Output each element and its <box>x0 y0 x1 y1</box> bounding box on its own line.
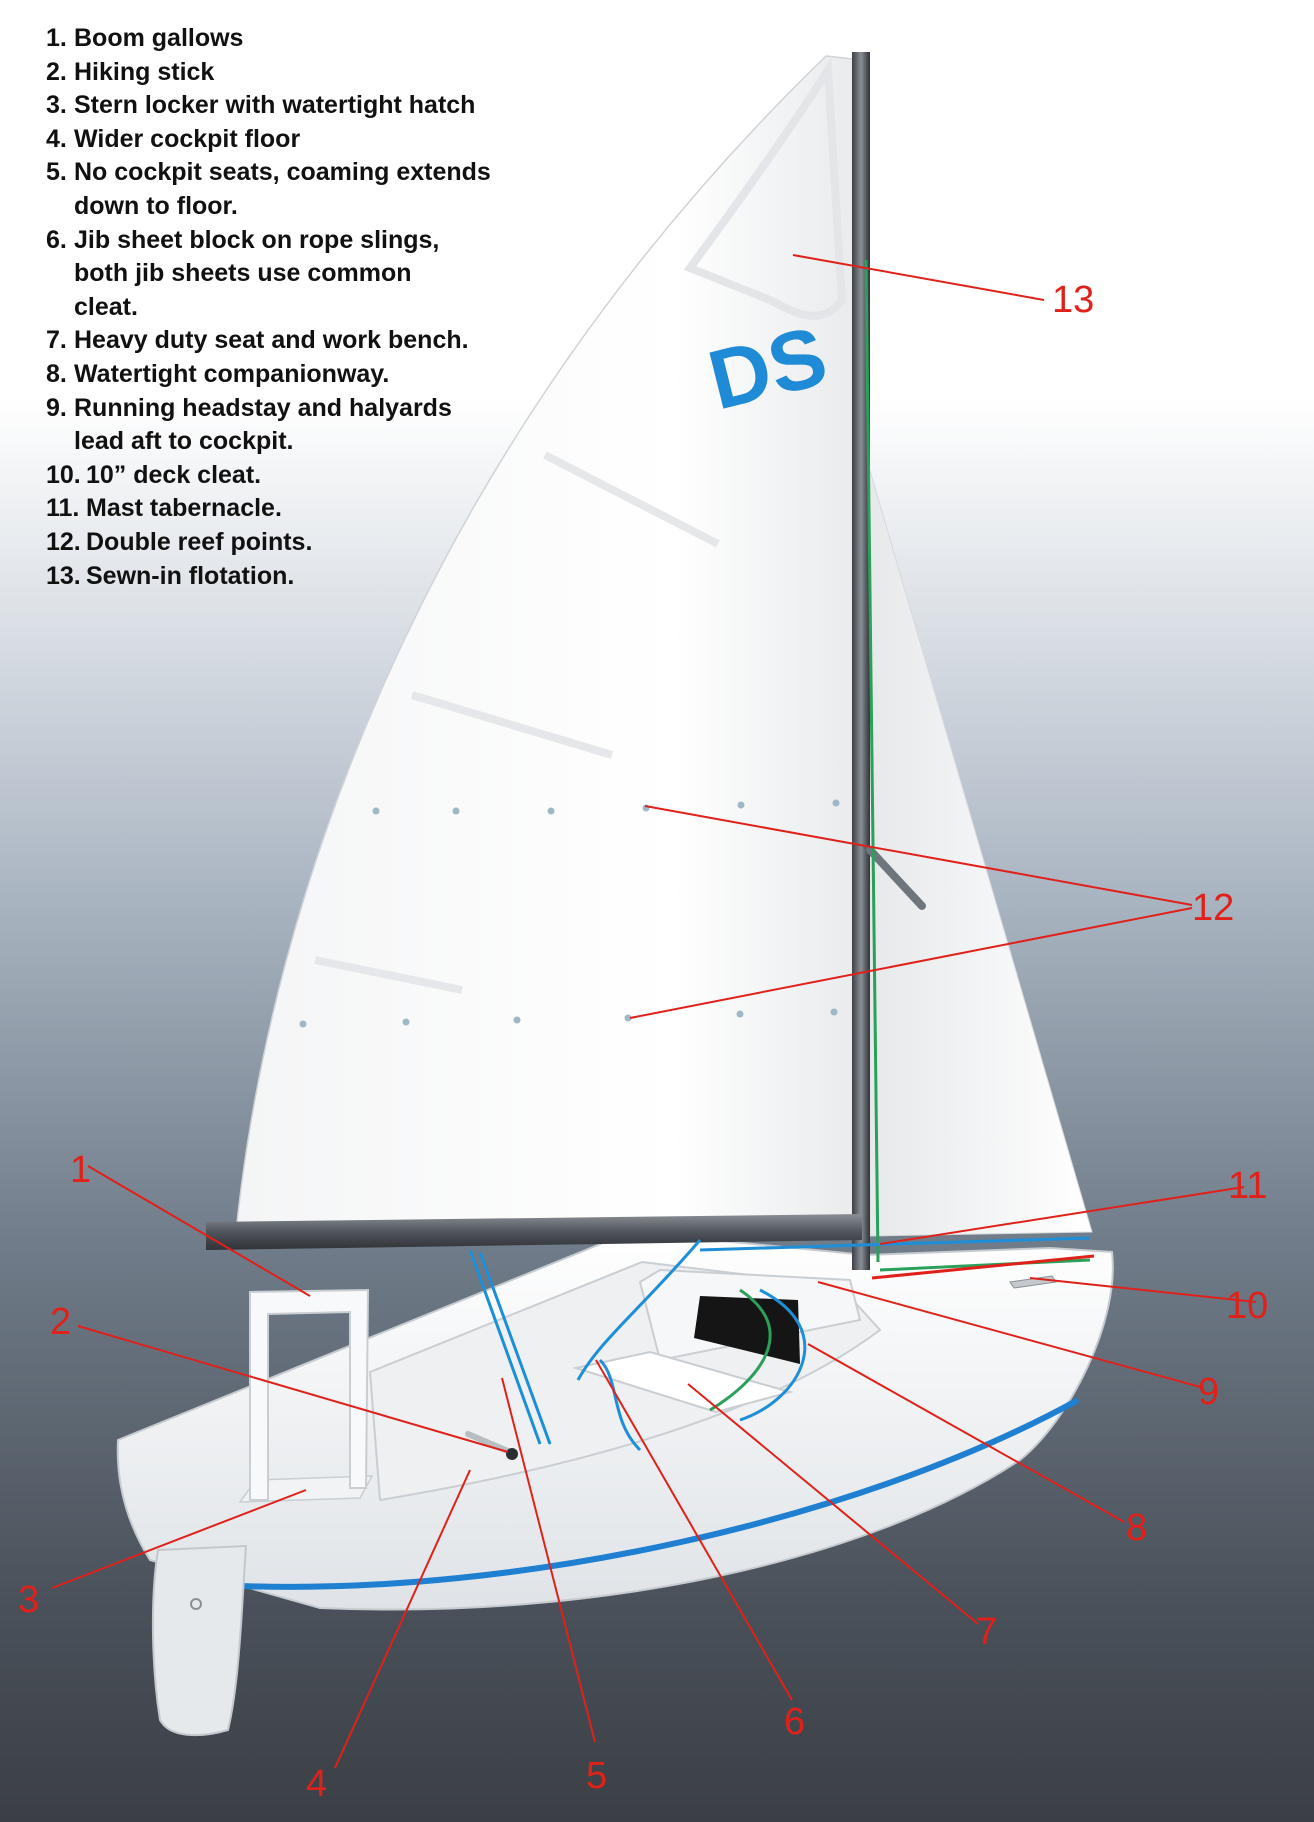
legend-text: Stern locker with watertight hatch <box>74 91 476 120</box>
jib-sail <box>863 449 1093 1237</box>
callout-2: 2 <box>50 1301 71 1343</box>
hiking-stick <box>465 1431 513 1455</box>
callout-8: 8 <box>1126 1507 1147 1549</box>
legend-item-13: 13.Sewn-in flotation. <box>46 560 491 594</box>
callout-11: 11 <box>1228 1165 1267 1207</box>
legend-text: No cockpit seats, coaming extends down t… <box>74 158 491 220</box>
rudder-pin <box>190 1598 202 1610</box>
mast <box>852 52 870 1270</box>
legend-number: 10. <box>46 460 81 489</box>
legend-number: 6. <box>46 225 67 254</box>
callout-6: 6 <box>784 1701 805 1743</box>
callout-3: 3 <box>18 1579 39 1621</box>
callout-9: 9 <box>1198 1371 1219 1413</box>
legend-item-10: 10.10” deck cleat. <box>46 459 491 493</box>
reef-points-upper <box>372 799 840 815</box>
spreader <box>866 846 926 910</box>
callout-10: 10 <box>1226 1285 1268 1327</box>
legend-number: 1. <box>46 24 67 52</box>
legend-number: 12. <box>46 527 81 556</box>
legend-item-4: 4.Wider cockpit floor <box>46 123 491 157</box>
legend-number: 7. <box>46 326 67 355</box>
rigging-lines <box>468 259 1095 1452</box>
legend-text: Hiking stick <box>74 57 215 86</box>
legend-number: 9. <box>46 393 67 422</box>
legend-number: 4. <box>46 124 67 153</box>
legend-list: 1.Boom gallows 2.Hiking stick 3.Stern lo… <box>46 22 491 593</box>
legend-text: Boom gallows <box>74 24 244 52</box>
legend-text: Running headstay and halyards lead aft t… <box>74 393 452 456</box>
companionway <box>694 1296 800 1364</box>
legend-text: Wider cockpit floor <box>74 124 301 153</box>
legend-text: Sewn-in flotation. <box>86 561 295 590</box>
rudder <box>151 1544 248 1737</box>
callout-4: 4 <box>306 1763 327 1805</box>
batten <box>410 691 614 759</box>
legend-item-6: 6.Jib sheet block on rope slings, both j… <box>46 224 491 325</box>
legend-text: Mast tabernacle. <box>86 494 282 523</box>
legend-number: 8. <box>46 359 67 388</box>
stern-locker-hatch <box>238 1475 374 1503</box>
flotation-panel <box>683 57 847 320</box>
hull-stripe <box>239 1397 1080 1590</box>
callout-7: 7 <box>976 1611 997 1653</box>
callout-13: 13 <box>1052 279 1094 321</box>
legend-number: 13. <box>46 561 81 590</box>
callout-12: 12 <box>1192 887 1234 929</box>
callout-5: 5 <box>586 1755 607 1797</box>
work-bench <box>572 1350 794 1414</box>
batten <box>543 451 720 548</box>
legend-item-2: 2.Hiking stick <box>46 56 491 90</box>
boom-gallows <box>249 1288 370 1501</box>
callout-1: 1 <box>70 1149 91 1191</box>
legend-text: Double reef points. <box>86 527 313 556</box>
legend-text: Jib sheet block on rope slings, both jib… <box>74 225 440 321</box>
legend-item-9: 9.Running headstay and halyards lead aft… <box>46 392 491 459</box>
legend-text: Heavy duty seat and work bench. <box>74 326 469 355</box>
legend-item-7: 7.Heavy duty seat and work bench. <box>46 324 491 358</box>
mainsail <box>235 55 863 1233</box>
legend-item-3: 3.Stern locker with watertight hatch <box>46 89 491 123</box>
legend-item-5: 5.No cockpit seats, coaming extends down… <box>46 156 491 223</box>
legend-item-1: 1.Boom gallows <box>46 22 491 56</box>
legend-item-8: 8.Watertight companionway. <box>46 358 491 392</box>
batten <box>314 956 463 994</box>
legend-item-12: 12.Double reef points. <box>46 526 491 560</box>
hiking-stick-knob <box>506 1448 518 1460</box>
leader-lines <box>51 254 1257 1769</box>
legend-number: 3. <box>46 91 67 120</box>
reef-points-lower <box>299 1008 838 1028</box>
legend-number: 2. <box>46 57 67 86</box>
legend-number: 11. <box>46 494 80 523</box>
legend-item-11: 11.Mast tabernacle. <box>46 492 491 526</box>
legend-text: Watertight companionway. <box>74 359 390 388</box>
legend-text: 10” deck cleat. <box>86 460 262 489</box>
legend-number: 5. <box>46 158 67 187</box>
